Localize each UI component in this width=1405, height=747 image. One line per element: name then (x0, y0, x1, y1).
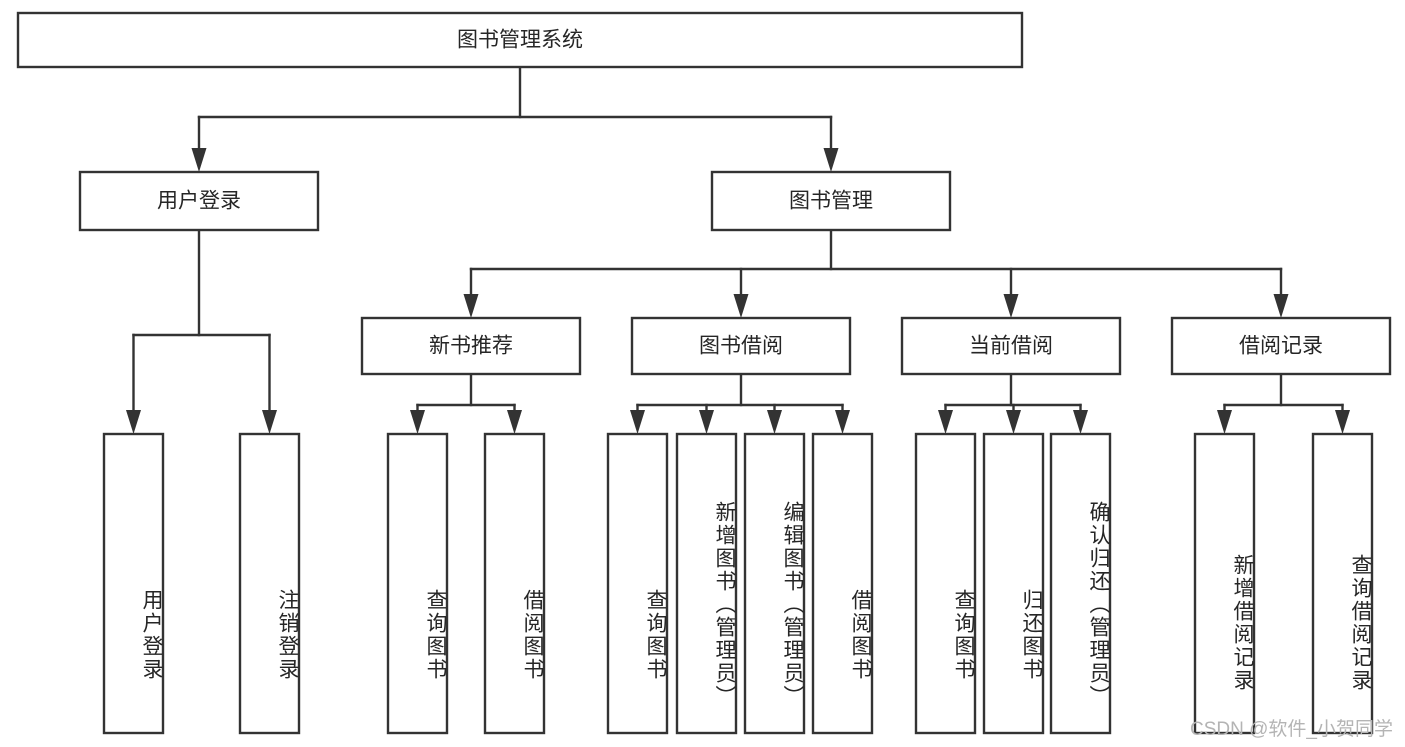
arrow-head-icon (262, 410, 277, 434)
arrow-head-icon (1003, 294, 1019, 318)
arrow-head-icon (835, 410, 850, 434)
connector-group-current-borrow-trunk (938, 372, 1088, 434)
node-label-borrow-record: 借阅记录 (1239, 335, 1323, 358)
arrow-head-icon (733, 294, 749, 318)
node-box-leaf-query-record[interactable] (1311, 432, 1374, 735)
arrow-head-icon (463, 294, 479, 318)
connector-group-user-login-trunk (126, 228, 277, 434)
connector-layer (126, 65, 1350, 434)
arrow-head-icon (1217, 410, 1232, 434)
arrow-head-icon (191, 148, 207, 172)
node-box-leaf-confirm-return[interactable] (1049, 432, 1112, 735)
node-box-leaf-logout[interactable] (238, 432, 301, 735)
node-label-user-login: 用户登录 (157, 190, 241, 213)
arrow-head-icon (938, 410, 953, 434)
arrow-head-icon (699, 410, 714, 434)
node-label-new-book-recommend: 新书推荐 (429, 335, 513, 358)
node-box-leaf-query-book-br[interactable] (606, 432, 669, 735)
node-box-book-manage[interactable] (710, 170, 952, 232)
arrow-head-icon (126, 410, 141, 434)
node-box-leaf-user-login[interactable] (102, 432, 165, 735)
arrow-head-icon (823, 148, 839, 172)
node-box-leaf-add-book[interactable] (675, 432, 738, 735)
node-box-root[interactable] (16, 11, 1024, 69)
node-box-new-book-recommend[interactable] (360, 316, 582, 376)
arrow-head-icon (1073, 410, 1088, 434)
node-box-leaf-add-record[interactable] (1193, 432, 1256, 735)
node-box-user-login[interactable] (78, 170, 320, 232)
arrow-head-icon (1335, 410, 1350, 434)
node-box-leaf-borrow-book-rec[interactable] (483, 432, 546, 735)
connector-group-book-borrow-trunk (630, 372, 850, 434)
node-box-leaf-borrow-book-br[interactable] (811, 432, 874, 735)
node-box-leaf-edit-book[interactable] (743, 432, 806, 735)
node-label-root: 图书管理系统 (457, 29, 583, 52)
node-box-current-borrow[interactable] (900, 316, 1122, 376)
node-box-leaf-query-book-cb[interactable] (914, 432, 977, 735)
node-label-book-borrow: 图书借阅 (699, 335, 783, 358)
connector-group-borrow-record-trunk (1217, 372, 1350, 434)
arrow-head-icon (1006, 410, 1021, 434)
arrow-head-icon (767, 410, 782, 434)
arrow-head-icon (410, 410, 425, 434)
connector-group-new-book-recommend-trunk (410, 372, 522, 434)
node-box-layer (16, 11, 1392, 735)
connector-group-root-trunk (191, 65, 839, 172)
node-label-current-borrow: 当前借阅 (969, 335, 1053, 358)
watermark-text: CSDN @软件_小贺同学 (1190, 719, 1393, 740)
node-box-leaf-return-book[interactable] (982, 432, 1045, 735)
node-box-leaf-query-book-rec[interactable] (386, 432, 449, 735)
arrow-head-icon (630, 410, 645, 434)
node-box-book-borrow[interactable] (630, 316, 852, 376)
node-label-book-manage: 图书管理 (789, 190, 873, 213)
arrow-head-icon (1273, 294, 1289, 318)
arrow-head-icon (507, 410, 522, 434)
node-box-borrow-record[interactable] (1170, 316, 1392, 376)
connector-group-book-manage-trunk (463, 228, 1289, 318)
